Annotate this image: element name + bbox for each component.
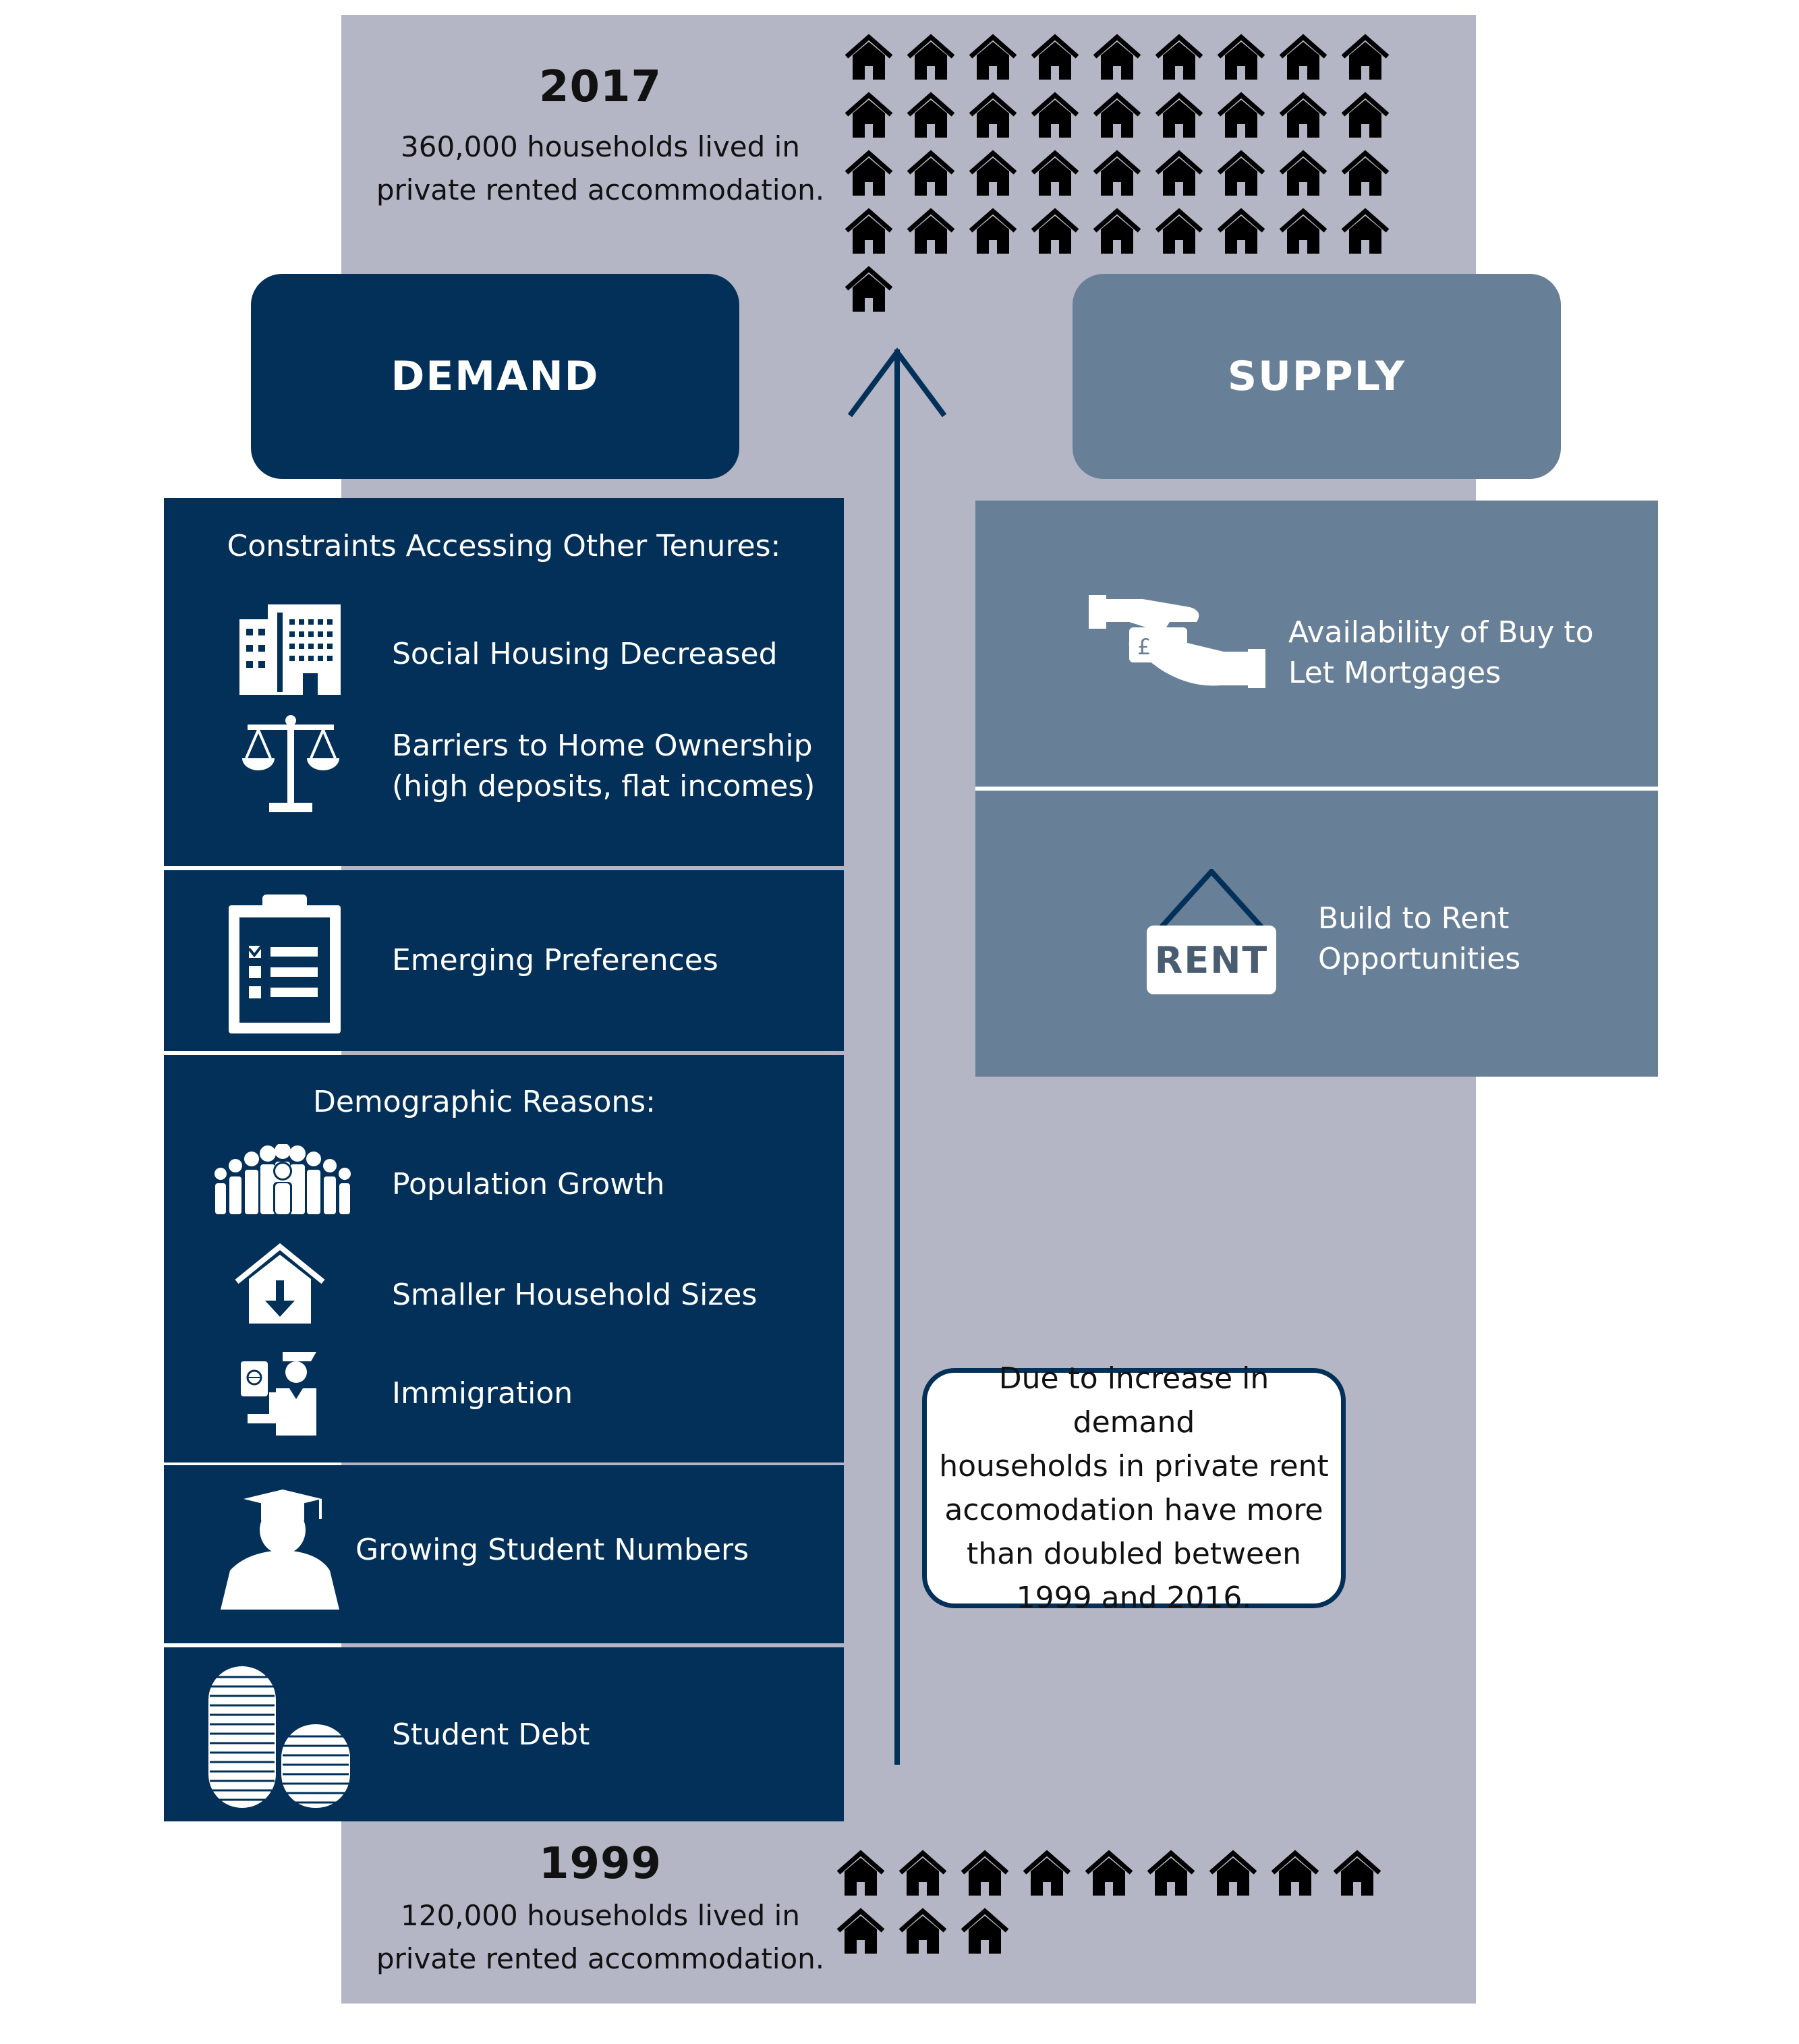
house-icon bbox=[1217, 150, 1265, 196]
house-icon bbox=[1279, 92, 1327, 138]
smaller-household-label: Smaller Household Sizes bbox=[392, 1278, 758, 1312]
graduate-icon bbox=[221, 1489, 339, 1610]
house-icon bbox=[1341, 150, 1390, 196]
house-icon bbox=[1155, 34, 1203, 80]
house-icon bbox=[1093, 208, 1141, 254]
house-icon bbox=[907, 150, 955, 196]
student-numbers-label: Growing Student Numbers bbox=[355, 1533, 749, 1567]
buy-to-let-label: Availability of Buy to Let Mortgages bbox=[1288, 615, 1594, 690]
supply-rent-box: RENT Build to Rent Opportunities bbox=[975, 791, 1658, 1077]
barriers-label: Barriers to Home Ownership (high deposit… bbox=[392, 729, 816, 803]
house-icon bbox=[961, 1850, 1009, 1896]
office-buildings-icon bbox=[239, 604, 341, 695]
house-icon bbox=[969, 150, 1017, 196]
demand-debt-box: Student Debt bbox=[164, 1647, 844, 1821]
house-icon bbox=[1147, 1850, 1195, 1896]
demographic-heading: Demographic Reasons: bbox=[312, 1085, 656, 1119]
supply-divider bbox=[975, 787, 1658, 791]
increase-note: Due to increase in demand households in … bbox=[922, 1361, 1346, 1615]
house-icon bbox=[845, 34, 893, 80]
house-icon bbox=[1279, 150, 1327, 196]
demand-header: DEMAND bbox=[251, 274, 739, 479]
house-icon bbox=[845, 266, 893, 312]
year-2017: 2017 bbox=[538, 62, 662, 112]
scales-icon bbox=[242, 715, 339, 812]
clipboard-checklist-icon bbox=[229, 895, 341, 1033]
house-icon bbox=[1093, 92, 1141, 138]
house-icon bbox=[836, 1850, 885, 1896]
demand-demographic-box: Demographic Reasons: Population Growth S… bbox=[164, 1055, 844, 1463]
house-icons-1999 bbox=[836, 1850, 1438, 1954]
population-growth-label: Population Growth bbox=[392, 1167, 665, 1201]
immigration-label: Immigration bbox=[392, 1376, 573, 1411]
house-icon bbox=[1341, 34, 1390, 80]
house-icon bbox=[1271, 1850, 1319, 1896]
rent-sign-hanger-icon bbox=[1160, 869, 1263, 928]
house-icon bbox=[907, 208, 955, 254]
house-icon bbox=[1023, 1850, 1071, 1896]
hand-payment-icon: £ bbox=[1089, 595, 1265, 688]
house-icon bbox=[845, 208, 893, 254]
house-icon bbox=[1341, 208, 1390, 254]
year-1999: 1999 bbox=[538, 1839, 662, 1889]
house-icon bbox=[1217, 208, 1265, 254]
supply-mortgage-box: £ Availability of Buy to Let Mortgages bbox=[975, 501, 1658, 787]
house-icon bbox=[907, 34, 955, 80]
house-icon bbox=[1031, 34, 1079, 80]
house-icon bbox=[1093, 150, 1141, 196]
house-icon bbox=[1031, 208, 1079, 254]
households-1999-text: 120,000 households lived in private rent… bbox=[376, 1899, 825, 1975]
house-down-arrow-icon bbox=[235, 1243, 325, 1324]
house-icon bbox=[1279, 34, 1327, 80]
house-icon bbox=[961, 1908, 1009, 1954]
rent-sign: RENT bbox=[1147, 926, 1276, 994]
build-to-rent-label: Build to Rent Opportunities bbox=[1318, 901, 1521, 976]
constraints-heading: Constraints Accessing Other Tenures: bbox=[227, 529, 781, 563]
house-icon bbox=[1085, 1850, 1133, 1896]
house-icon bbox=[1155, 208, 1203, 254]
house-icon bbox=[1209, 1850, 1257, 1896]
crowd-icon bbox=[215, 1144, 351, 1214]
house-icon bbox=[1155, 92, 1203, 138]
social-housing-label: Social Housing Decreased bbox=[392, 637, 778, 671]
immigration-officer-icon bbox=[241, 1352, 316, 1436]
rent-sign-label: RENT bbox=[1154, 938, 1269, 982]
house-icon bbox=[1341, 92, 1390, 138]
house-icon bbox=[969, 34, 1017, 80]
demand-constraints-box: Constraints Accessing Other Tenures: Soc… bbox=[164, 498, 844, 866]
households-2017-text: 360,000 households lived in private rent… bbox=[376, 130, 825, 206]
house-icon bbox=[898, 1850, 947, 1896]
house-icon bbox=[1155, 150, 1203, 196]
growth-arrow bbox=[847, 347, 947, 1765]
house-icon bbox=[969, 92, 1017, 138]
student-debt-label: Student Debt bbox=[392, 1717, 590, 1752]
house-icon bbox=[1031, 92, 1079, 138]
house-icon bbox=[1093, 34, 1141, 80]
house-icon bbox=[907, 92, 955, 138]
house-icon bbox=[969, 208, 1017, 254]
house-icon bbox=[1217, 34, 1265, 80]
house-icon bbox=[1031, 150, 1079, 196]
house-icons-2017 bbox=[845, 34, 1446, 312]
supply-header: SUPPLY bbox=[1073, 274, 1561, 479]
demand-students-box: Growing Student Numbers bbox=[164, 1465, 844, 1643]
house-icon bbox=[1217, 92, 1265, 138]
emerging-preferences-label: Emerging Preferences bbox=[392, 943, 718, 977]
house-icon bbox=[898, 1908, 947, 1954]
coin-stacks-icon bbox=[208, 1666, 350, 1808]
house-icon bbox=[845, 150, 893, 196]
house-icon bbox=[1333, 1850, 1381, 1896]
svg-text:£: £ bbox=[1137, 634, 1151, 660]
house-icon bbox=[845, 92, 893, 138]
house-icon bbox=[836, 1908, 885, 1954]
demand-preferences-box: Emerging Preferences bbox=[164, 870, 844, 1051]
house-icon bbox=[1279, 208, 1327, 254]
